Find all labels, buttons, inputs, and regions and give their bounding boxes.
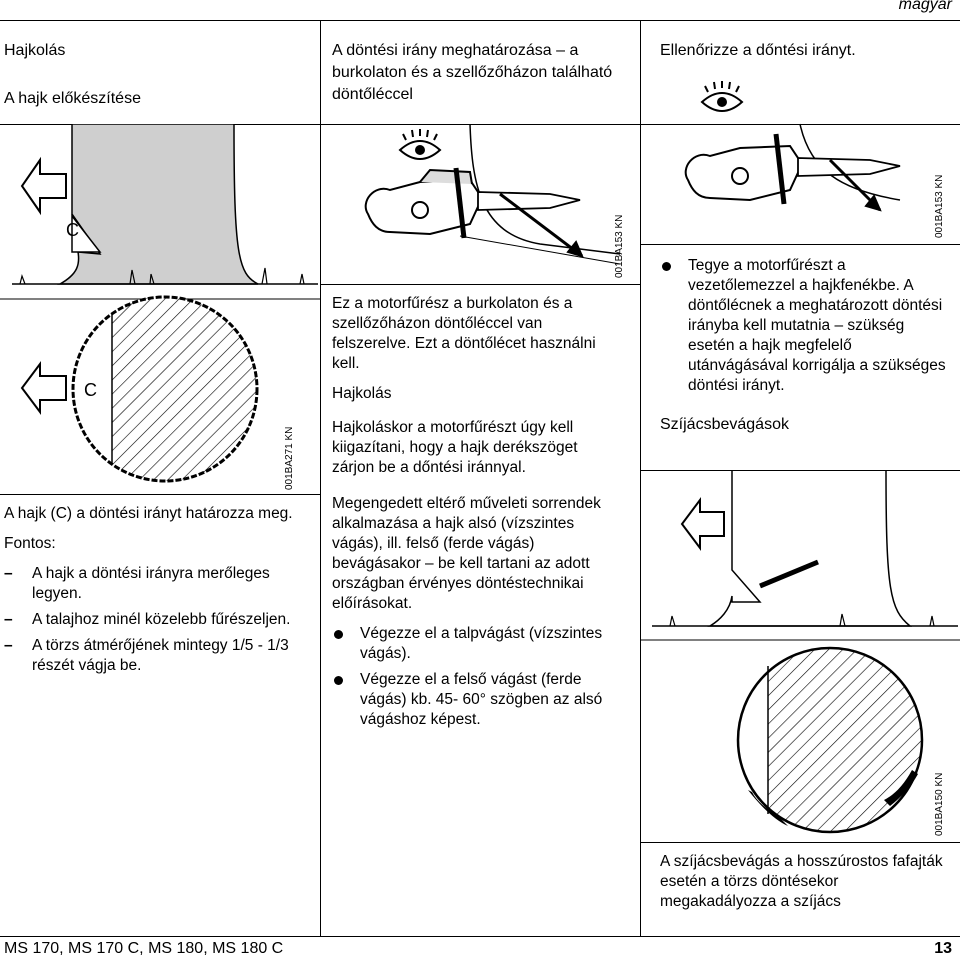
eye-icon xyxy=(700,81,744,112)
figure-rule-bottom xyxy=(640,244,960,245)
figure-rule-bottom xyxy=(0,494,320,495)
language-label: magyar xyxy=(898,0,952,13)
figure-rule xyxy=(640,470,960,471)
direction-arrow-icon xyxy=(680,497,725,551)
tree-notch-figure: C C xyxy=(0,124,320,483)
chainsaw-felling-figure xyxy=(364,124,621,265)
figure-code: 001BA153 KN xyxy=(614,214,625,278)
notch-cut xyxy=(71,213,102,253)
direction-arrow-icon xyxy=(20,156,67,216)
chainsaw-icon xyxy=(364,167,581,239)
sapwood-caption: A szíjácsbevágás a hosszúrostos fafajták… xyxy=(660,853,943,910)
align-paragraph: Hajkoláskor a motorfűrészt úgy kell kiig… xyxy=(332,419,578,476)
col1-text: A hajk (C) a döntési irányt határozza me… xyxy=(4,504,300,682)
footer-rule xyxy=(0,936,960,937)
col2-text: Ez a motorfűrész a burkolaton és a szell… xyxy=(332,294,622,736)
fig2-label: C xyxy=(84,380,97,400)
chainsaw-icon xyxy=(684,133,901,205)
intro-paragraph: Ez a motorfűrész a burkolaton és a szell… xyxy=(332,295,596,372)
check-list: Tegye a motorfűrészt a vezetőlemezzel a … xyxy=(660,256,950,396)
note-label: Fontos: xyxy=(4,535,56,552)
sequence-paragraph: Megengedett eltérő műveleti sorrendek al… xyxy=(332,495,601,612)
list-item: Végezze el a talpvágást (vízszintes vágá… xyxy=(332,624,622,664)
subsection-title: Hajkolás xyxy=(332,385,392,402)
sapwood-cut-figure xyxy=(640,470,960,834)
intro-text: A hajk (C) a döntési irányt határozza me… xyxy=(4,505,293,522)
direction-arrow-icon-2 xyxy=(20,361,67,415)
section-subtitle: A hajk előkészítése xyxy=(4,90,141,107)
section-title-check: Ellenőrizze a dőntési irányt. xyxy=(660,42,856,59)
tree-trunk xyxy=(57,124,259,285)
figure-code: 001BA153 KN xyxy=(934,174,945,238)
list-item: Tegye a motorfűrészt a vezetőlemezzel a … xyxy=(660,256,950,396)
list-item: A talajhoz minél közelebb fűrészeljen. xyxy=(4,610,300,630)
figure-code: 001BA271 KN xyxy=(284,426,295,490)
section-title-direction: A döntési irány meghatározása – a burkol… xyxy=(332,42,613,103)
figure-rule-bottom xyxy=(320,284,640,285)
column-divider-1 xyxy=(320,20,321,936)
section-title-sapwood: Szíjácsbevágások xyxy=(660,416,789,433)
check-direction-figure xyxy=(684,81,901,212)
list-item: Végezze el a felső vágást (ferde vágás) … xyxy=(332,670,622,730)
list-item: A hajk a döntési irányra merőleges legye… xyxy=(4,564,300,604)
cut-steps-list: Végezze el a talpvágást (vízszintes vágá… xyxy=(332,624,622,730)
list-item: A törzs átmérőjének mintegy 1/5 - 1/3 ré… xyxy=(4,636,300,676)
header-rule xyxy=(0,20,960,21)
figure-code: 001BA150 KN xyxy=(934,772,945,836)
fig1-label: C xyxy=(66,220,79,240)
figure-rule xyxy=(320,124,640,125)
section-title-hajkolas: Hajkolás xyxy=(4,42,66,59)
eye-icon xyxy=(398,129,442,160)
figure-rule-bottom xyxy=(640,842,960,843)
requirements-list: A hajk a döntési irányra merőleges legye… xyxy=(4,564,300,676)
footer-models: MS 170, MS 170 C, MS 180, MS 180 C xyxy=(4,940,284,957)
sapwood-cut-mark xyxy=(884,770,918,806)
column-divider-2 xyxy=(640,20,641,936)
sapwood-cut-mark xyxy=(748,790,788,826)
col3-text: Tegye a motorfűrészt a vezetőlemezzel a … xyxy=(660,256,950,402)
page-number: 13 xyxy=(934,940,952,957)
